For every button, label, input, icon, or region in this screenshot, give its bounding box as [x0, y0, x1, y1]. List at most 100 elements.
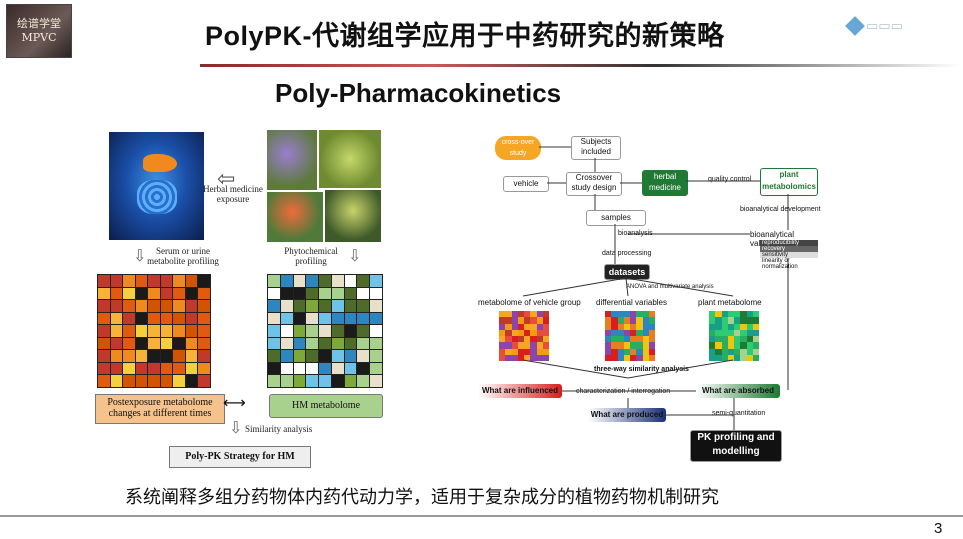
heatmap-cell: [110, 337, 123, 350]
heatmap-cell: [185, 375, 198, 387]
down-arrow-icon: ⇩: [133, 248, 147, 265]
heatmap-cell: [721, 342, 728, 349]
heatmap-cell: [123, 275, 135, 287]
heatmap-cell: [331, 287, 344, 300]
heatmap-cell: [148, 312, 160, 325]
produced-box: What are produced: [588, 408, 666, 422]
heatmap-cell: [709, 348, 716, 355]
heatmap-cell: [357, 312, 370, 325]
title-divider: [200, 64, 960, 67]
heatmap-cell: [636, 329, 643, 336]
heatmap-cell: [715, 317, 722, 324]
heatmap-cell: [605, 348, 612, 355]
heatmap-cell: [98, 325, 110, 337]
heatmap-cell: [536, 336, 543, 343]
heatmap-cell: [746, 348, 753, 355]
heatmap-cell: [319, 375, 331, 387]
heatmap-cell: [617, 329, 624, 336]
heatmap-cell: [499, 317, 506, 324]
heatmap-cell: [605, 342, 612, 349]
heatmap-cell: [536, 329, 543, 336]
heatmap-cell: [752, 336, 759, 343]
heatmap-cell: [160, 312, 173, 325]
flowchart-connectors: [522, 146, 789, 430]
heatmap-cell: [630, 342, 637, 349]
heatmap-cell: [268, 362, 280, 375]
heatmap-cell: [148, 275, 160, 287]
logo: 绘谱学堂 MPVC: [6, 4, 72, 58]
heatmap-cell: [511, 336, 518, 343]
heatmap-cell: [630, 311, 637, 318]
vehicle-group-label: metabolome of vehicle group: [478, 298, 581, 307]
heatmap-cell: [135, 362, 148, 375]
heatmap-cell: [727, 342, 734, 349]
heatmap-cell: [293, 287, 306, 300]
heatmap-cell: [123, 287, 135, 300]
differential-label: differential variables: [596, 298, 668, 307]
heatmap-cell: [740, 323, 747, 330]
heatmap-cell: [505, 311, 512, 318]
heatmap-cell: [268, 287, 280, 300]
heatmap-cell: [524, 311, 531, 318]
heatmap-cell: [293, 312, 306, 325]
double-arrow-icon: ⟷: [223, 395, 246, 412]
heatmap-cell: [357, 325, 370, 337]
heatmap-cell: [268, 275, 280, 287]
heatmap-cell: [648, 317, 655, 324]
heatmap-cell: [530, 354, 537, 361]
heatmap-cell: [331, 325, 344, 337]
heatmap-cell: [623, 336, 630, 343]
heatmap-cell: [715, 323, 722, 330]
heatmap-cell: [721, 323, 728, 330]
heatmap-cell: [268, 350, 280, 362]
strategy-box: Poly-PK Strategy for HM: [169, 446, 311, 468]
heatmap-cell: [198, 375, 210, 387]
heatmap-cell: [135, 300, 148, 312]
heatmap-cell: [611, 323, 618, 330]
heatmap-cell: [344, 287, 357, 300]
heatmap-cell: [605, 336, 612, 343]
heatmap-cell: [709, 329, 716, 336]
heatmap-cell: [630, 329, 637, 336]
page-title: PolyPK-代谢组学应用于中药研究的新策略: [205, 21, 725, 51]
heatmap-cell: [642, 348, 649, 355]
heatmap-cell: [499, 348, 506, 355]
heatmap-cell: [709, 311, 716, 318]
heatmap-cell: [617, 354, 624, 361]
heatmap-cell: [135, 375, 148, 387]
heatmap-cell: [148, 287, 160, 300]
heatmap-cell: [173, 287, 185, 300]
heatmap-cell: [173, 362, 185, 375]
heatmap-cell: [746, 311, 753, 318]
heatmap-cell: [293, 275, 306, 287]
heatmap-cell: [524, 329, 531, 336]
heatmap-cell: [268, 312, 280, 325]
heatmap-cell: [135, 287, 148, 300]
heatmap-cell: [306, 312, 319, 325]
heatmap-cell: [98, 362, 110, 375]
heatmap-cell: [331, 362, 344, 375]
heatmap-cell: [185, 362, 198, 375]
heatmap-cell: [734, 354, 741, 361]
heatmap-cell: [542, 329, 549, 336]
heatmap-cell: [623, 329, 630, 336]
heatmap-cell: [370, 325, 382, 337]
plant-photos: [267, 130, 381, 242]
heatmap-cell: [530, 311, 537, 318]
heatmap-cell: [110, 300, 123, 312]
plant-photo-2: [319, 130, 381, 188]
heatmap-cell: [630, 317, 637, 324]
heatmap-cell: [499, 342, 506, 349]
heatmap-cell: [198, 287, 210, 300]
heatmap-cell: [740, 342, 747, 349]
heatmap-cell: [198, 337, 210, 350]
heatmap-cell: [734, 348, 741, 355]
logo-line1: 绘谱学堂: [17, 17, 61, 30]
heatmap-cell: [123, 350, 135, 362]
heatmap-cell: [123, 325, 135, 337]
heatmap-cell: [648, 336, 655, 343]
heatmap-cell: [623, 311, 630, 318]
plant-photo-3: [267, 192, 323, 242]
heatmap-cell: [319, 275, 331, 287]
herbal-exposure-label: Herbal medicine exposure: [203, 184, 263, 204]
